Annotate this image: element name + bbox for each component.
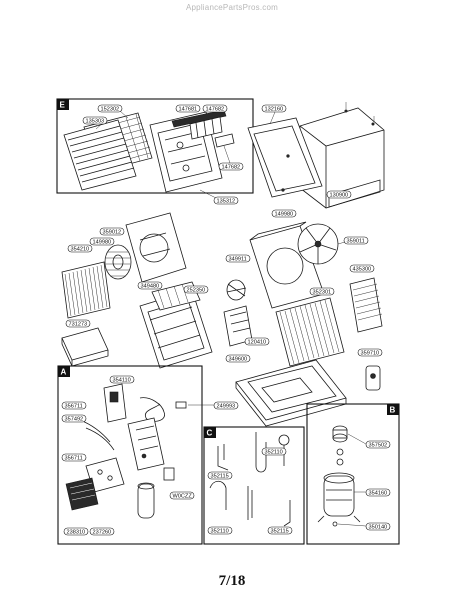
louver-part: [171, 109, 235, 148]
section-c-callouts: 352110 352115 352110 352115: [207, 447, 293, 535]
part-label-152302: 152302: [101, 107, 120, 113]
condenser-fan-part: [297, 223, 353, 265]
page-number: 7/18: [218, 573, 246, 589]
section-a-label: A: [61, 368, 67, 377]
part-label-130900: 130900: [330, 193, 349, 199]
section-a-callouts: 354110 249993 356711 357492 356711 W0CZZ…: [61, 375, 239, 536]
part-label-352115-bottom: 352115: [271, 529, 289, 535]
part-label-249993: 249993: [217, 404, 236, 410]
part-label-731273: 731273: [69, 322, 88, 328]
part-label-349480: 349480: [141, 284, 160, 290]
section-b-label: B: [390, 406, 396, 415]
part-label-349911: 349911: [229, 257, 247, 263]
part-label-356711-bottom: 356711: [65, 456, 83, 462]
part-label-354160: 354160: [369, 491, 388, 497]
part-label-w0czz: W0CZZ: [173, 494, 193, 500]
part-label-352110-bottom: 352110: [211, 529, 229, 535]
base-pan-part: [139, 281, 213, 369]
part-label-352110: 352110: [265, 450, 283, 456]
part-label-354210: 354210: [71, 247, 90, 253]
section-b-box: B: [306, 403, 400, 545]
part-label-352301: 352301: [313, 290, 332, 296]
part-label-135312: 135312: [217, 199, 236, 205]
part-label-350140: 350140: [369, 525, 388, 531]
section-e-label: E: [60, 101, 66, 110]
part-label-237260: 237260: [93, 530, 112, 536]
part-label-359710: 359710: [361, 351, 380, 357]
part-label-354110: 354110: [113, 378, 131, 384]
front-grille-part: [63, 119, 137, 191]
cabinet-gasket-part: [247, 117, 323, 198]
section-b-callouts: 357502 354160 350140: [337, 433, 391, 531]
drain-tray-part: [61, 327, 109, 367]
blower-housing-part: [125, 212, 187, 283]
section-c-parts: [209, 432, 291, 527]
part-label-349600: 349600: [229, 357, 248, 363]
section-e-callouts: 152302 135303 147681 147682 147682 13531…: [82, 104, 244, 205]
blower-wheel-part: [104, 244, 132, 280]
cabinet-callouts: 132160 130900: [261, 104, 352, 199]
section-e-box: E: [56, 98, 254, 194]
evaporator-coil-part: [61, 261, 111, 319]
part-label-357502: 357502: [369, 443, 388, 449]
part-label-147682-top: 147682: [206, 107, 225, 113]
condenser-coil-part: [275, 297, 345, 367]
part-label-120410: 120410: [248, 340, 267, 346]
control-knob-part: [365, 365, 381, 391]
watermark-text: AppliancePartsPros.com: [186, 3, 278, 12]
part-label-135303: 135303: [86, 119, 105, 125]
section-c-label: C: [207, 429, 213, 438]
motor-bracket-part: [223, 305, 253, 347]
chassis-base-part: [235, 359, 347, 427]
part-label-252350: 252350: [187, 288, 206, 294]
part-label-359011: 359011: [347, 239, 365, 245]
section-b-parts: [317, 425, 361, 527]
part-label-147682-bottom: 147682: [222, 165, 241, 171]
fan-motor-part: [226, 279, 247, 301]
section-a-parts: [65, 383, 187, 519]
middle-callouts: 359012 354210 149980 349480 252350 73127…: [65, 209, 383, 363]
section-a-box: A: [57, 365, 203, 545]
section-c-box: C: [203, 426, 305, 545]
part-label-352115: 352115: [211, 474, 229, 480]
part-label-238310: 238310: [67, 530, 86, 536]
part-label-359012: 359012: [103, 230, 122, 236]
heater-part: [349, 277, 383, 333]
part-label-149980-right: 149980: [275, 212, 294, 218]
part-label-149980: 149980: [93, 240, 112, 246]
part-label-357492: 357492: [65, 417, 84, 423]
part-label-147681: 147681: [179, 107, 198, 113]
part-label-356711-top: 356711: [65, 404, 83, 410]
part-label-435300: 435300: [353, 267, 372, 273]
part-label-132160: 132160: [265, 107, 284, 113]
